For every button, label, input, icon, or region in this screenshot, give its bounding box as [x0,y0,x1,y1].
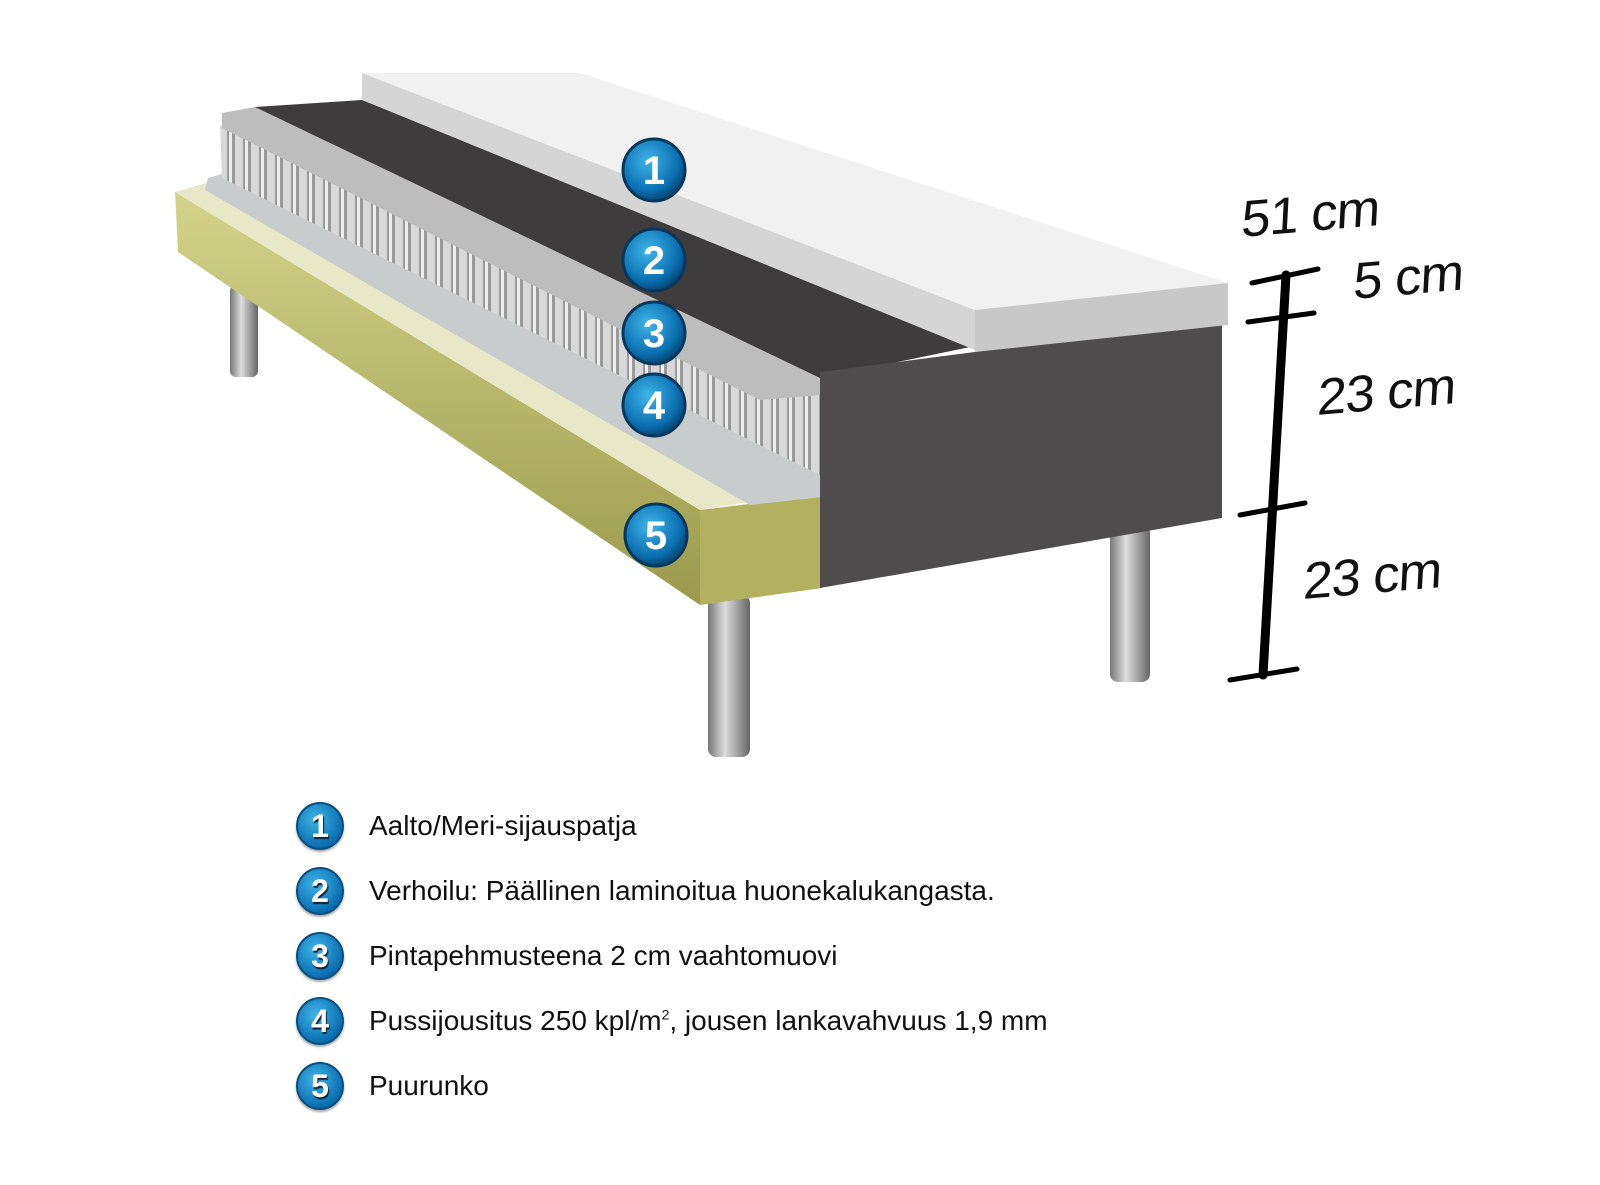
legend-text: Aalto/Meri-sijauspatja [369,810,637,841]
legend-item: 2 Verhoilu: Päällinen laminoitua huoneka… [296,866,995,916]
number-badge: 3 [296,932,344,980]
legend-text-after: , jousen lankavahvuus 1,9 mm [669,1005,1048,1036]
number-badge: 2 [296,867,344,915]
dimension-mattress: 23 cm [1316,357,1457,428]
badge-5: 5 [623,502,689,568]
legend-item: 1 Aalto/Meri-sijauspatja [296,801,637,851]
leg-front-right [1110,525,1150,682]
legend-text: Verhoilu: Päällinen laminoitua huonekalu… [369,875,995,906]
badges: 1 2 3 4 5 [621,137,689,568]
leg-front-left [708,595,750,757]
dimension-legs: 23 cm [1302,541,1443,612]
upholstery-front [820,320,1222,588]
svg-text:3: 3 [643,312,665,356]
upholstery-top [255,100,980,378]
dimension-topper: 5 cm [1352,243,1465,312]
svg-text:2: 2 [643,239,665,283]
legend-text: Pussijousitus 250 kpl/m2, jousen lankava… [369,1005,1048,1037]
badge-4: 4 [621,372,687,438]
frame-side [175,192,700,605]
topper-top [362,73,1228,310]
leg-back-left [230,285,258,377]
svg-text:5: 5 [645,514,667,558]
svg-text:4: 4 [643,384,666,428]
legend-text: Puurunko [369,1070,489,1101]
topper-side [362,73,975,350]
legend-item: 4 Pussijousitus 250 kpl/m2, jousen lanka… [296,996,1048,1046]
badge-3: 3 [621,300,687,366]
number-badge: 1 [296,802,344,850]
frame-front [700,495,822,605]
svg-text:1: 1 [643,149,665,193]
number-badge: 5 [296,1062,344,1110]
topper-front [975,283,1228,352]
legend-superscript: 2 [661,1006,670,1023]
legend-text-before: Pussijousitus 250 kpl/m [369,1005,662,1036]
legend-text: Pintapehmusteena 2 cm vaahtomuovi [369,940,838,971]
legend-item: 5 Puurunko [296,1061,489,1111]
badge-2: 2 [621,227,687,293]
dimension-total: 51 cm [1240,179,1381,250]
badge-1: 1 [621,137,687,203]
dimension-scale [1227,266,1321,683]
legend-item: 3 Pintapehmusteena 2 cm vaahtomuovi [296,931,838,981]
number-badge: 4 [296,997,344,1045]
